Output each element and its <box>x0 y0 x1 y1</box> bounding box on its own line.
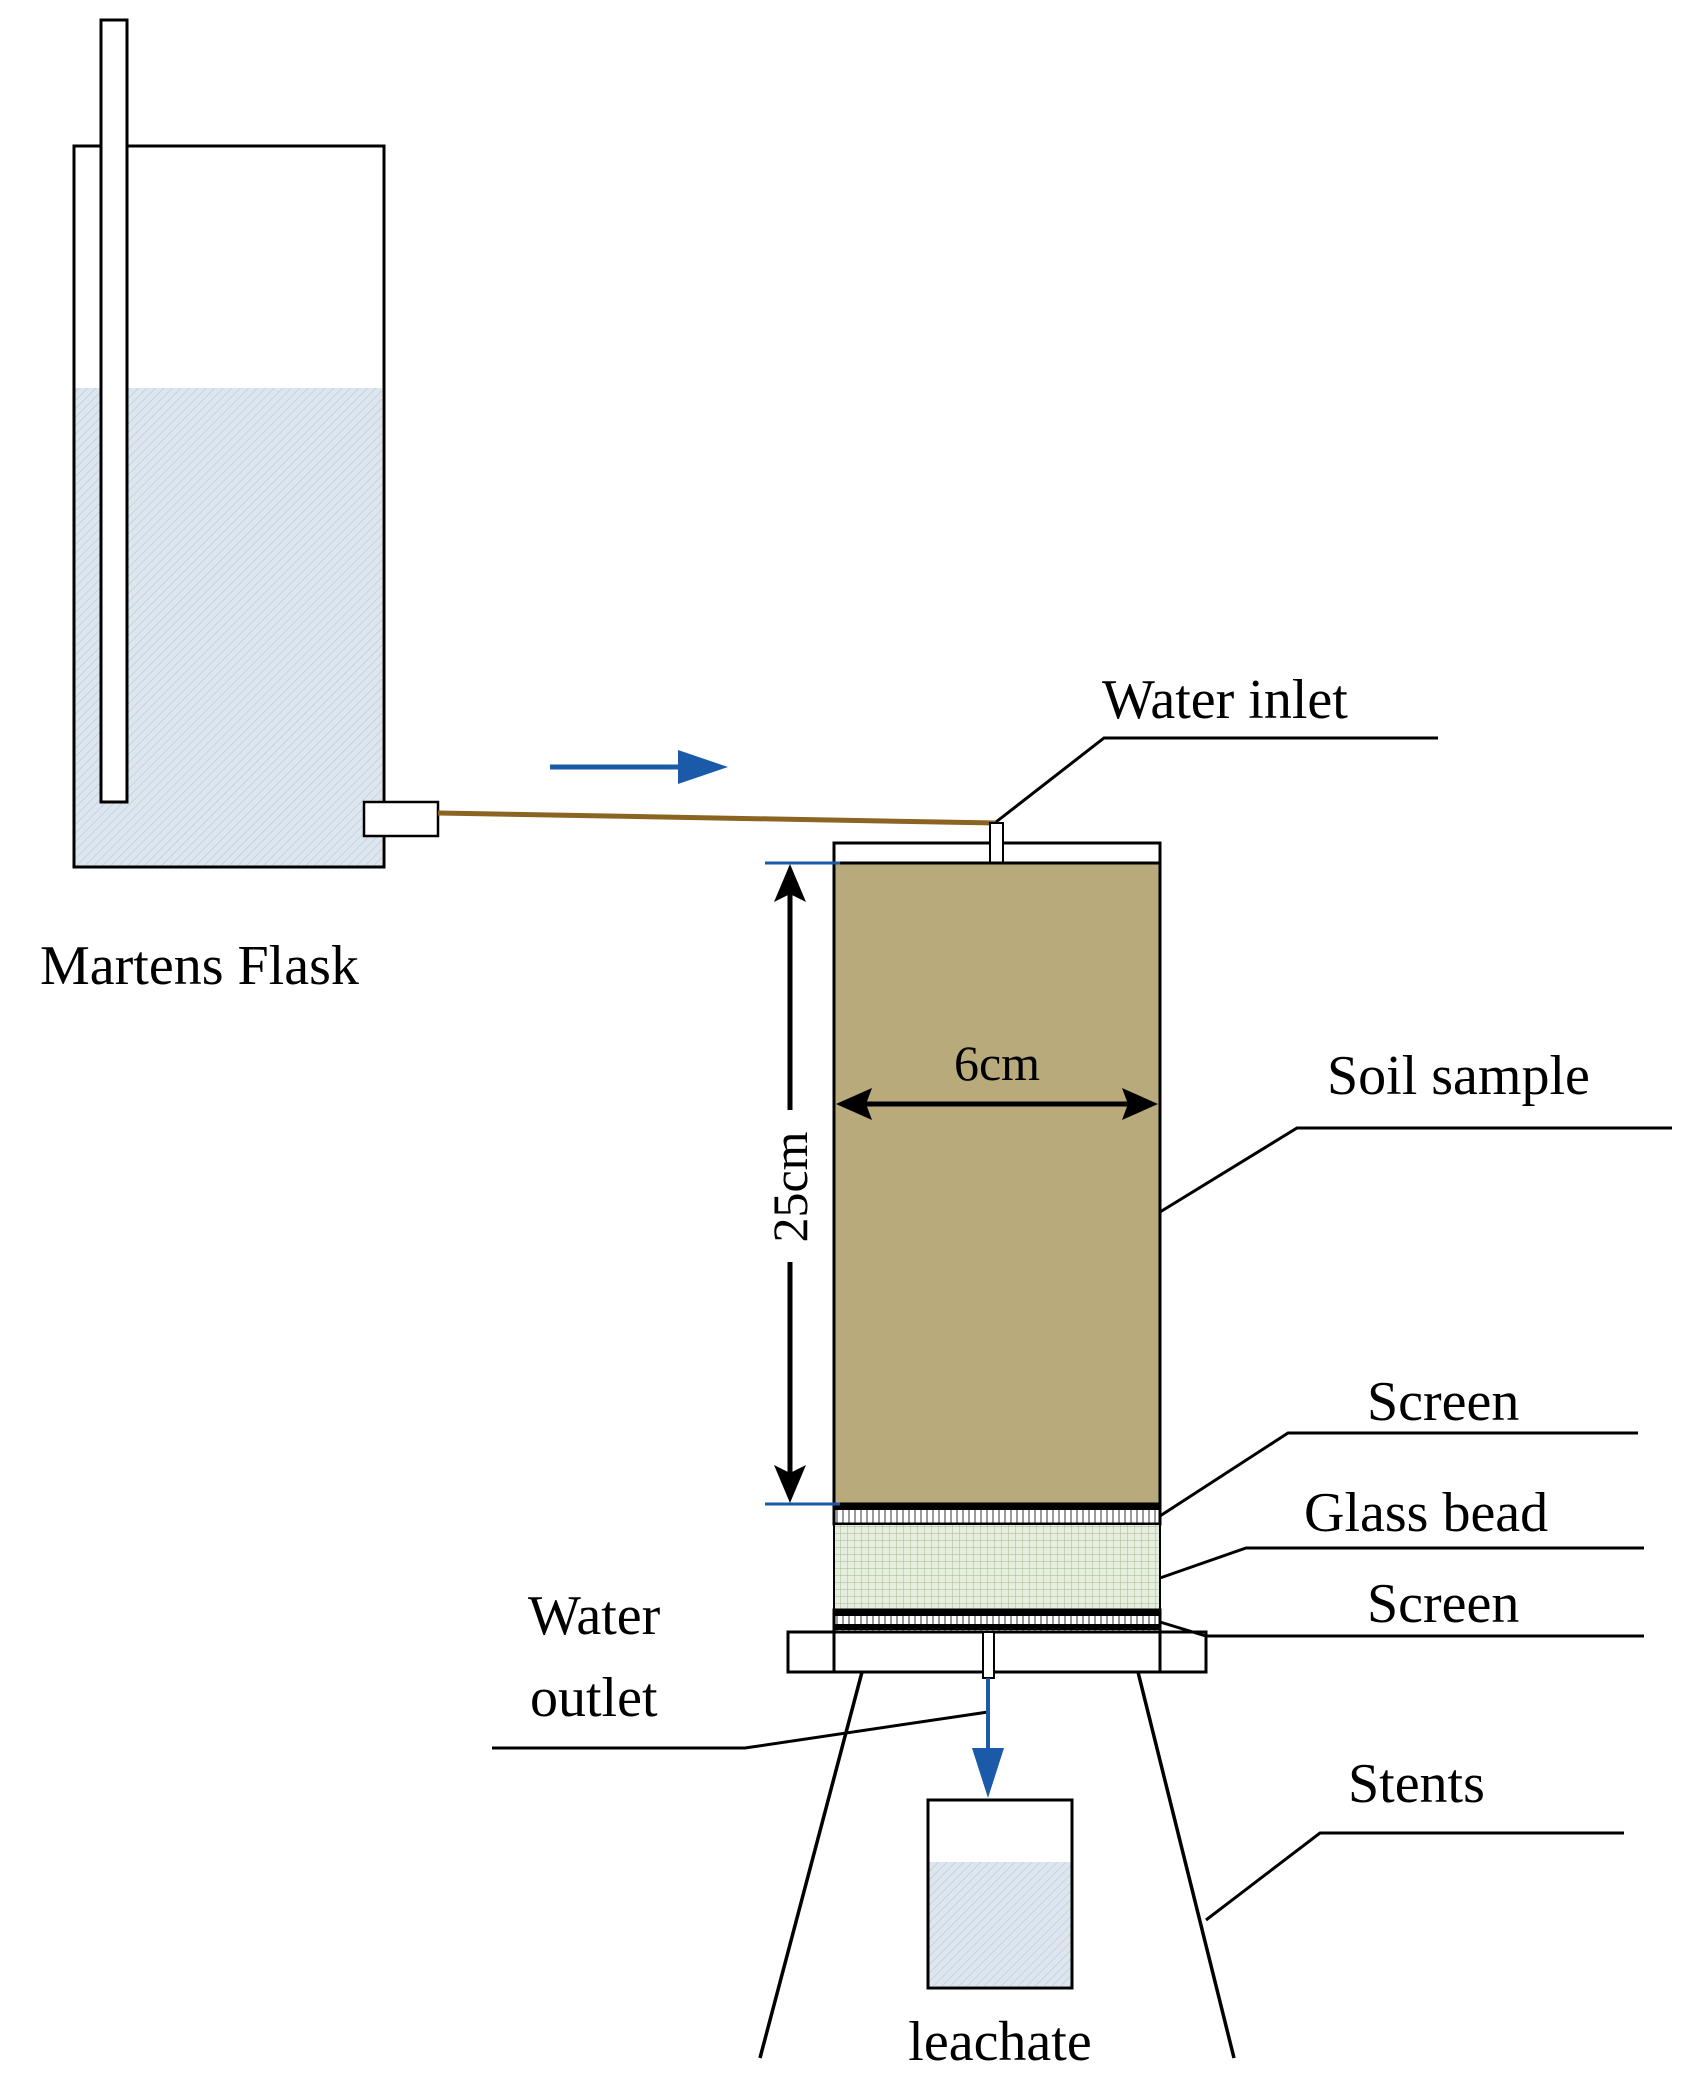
screen-top-leader <box>1159 1431 1638 1518</box>
screen-top-label: Screen <box>1367 1371 1519 1433</box>
leachate-liquid <box>929 1862 1071 1986</box>
flow-arrow-down <box>972 1678 1004 1798</box>
width-dimension <box>836 1088 1158 1120</box>
flask-outlet-nozzle <box>362 800 440 838</box>
water-outlet-leader <box>492 1710 989 1750</box>
water-inlet-fitting <box>989 822 1004 868</box>
soil-sample-leader <box>1159 1126 1672 1214</box>
glass-bead-layer <box>833 1523 1161 1611</box>
screen-bottom-label: Screen <box>1367 1573 1519 1635</box>
flask-body <box>72 144 386 869</box>
leachate-beaker <box>926 1798 1074 1990</box>
water-inlet-label: Water inlet <box>1102 669 1348 731</box>
glass-bead-leader <box>1159 1546 1644 1580</box>
martens-flask <box>72 18 440 869</box>
stent-left <box>758 1671 864 2059</box>
water-inlet-leader <box>995 736 1438 824</box>
lower-screen-band <box>834 1610 1160 1616</box>
martens-flask-label: Martens Flask <box>40 935 359 997</box>
water-outlet-label-line1: Water <box>528 1585 661 1647</box>
soil-sample-label: Soil sample <box>1327 1045 1590 1107</box>
leachate-label: leachate <box>908 2011 1091 2073</box>
water-outlet-label-line2: outlet <box>530 1667 658 1729</box>
supply-tube <box>437 810 997 826</box>
soil-sample-fill <box>832 861 1162 1506</box>
upper-screen-band <box>834 1504 1160 1510</box>
height-dimension-label: 25cm <box>762 1131 818 1242</box>
stents-label: Stents <box>1348 1753 1485 1815</box>
flask-air-tube <box>99 18 129 804</box>
stents <box>758 1671 1236 2059</box>
soil-column <box>786 822 1208 1679</box>
screen-bottom-leader <box>1159 1620 1644 1638</box>
glass-bead-label: Glass bead <box>1304 1482 1548 1544</box>
leachate-beaker-body <box>926 1798 1074 1990</box>
height-label-background <box>770 1110 810 1262</box>
stents-leader <box>1205 1831 1624 1922</box>
water-outlet-fitting <box>982 1631 995 1679</box>
width-dimension-label: 6cm <box>954 1035 1040 1091</box>
lower-screen-band-2 <box>834 1624 1160 1630</box>
leader-lines <box>492 736 1672 1922</box>
flow-arrow-right <box>550 750 728 784</box>
base-plate <box>786 1630 1208 1674</box>
stent-right <box>1136 1671 1236 2059</box>
